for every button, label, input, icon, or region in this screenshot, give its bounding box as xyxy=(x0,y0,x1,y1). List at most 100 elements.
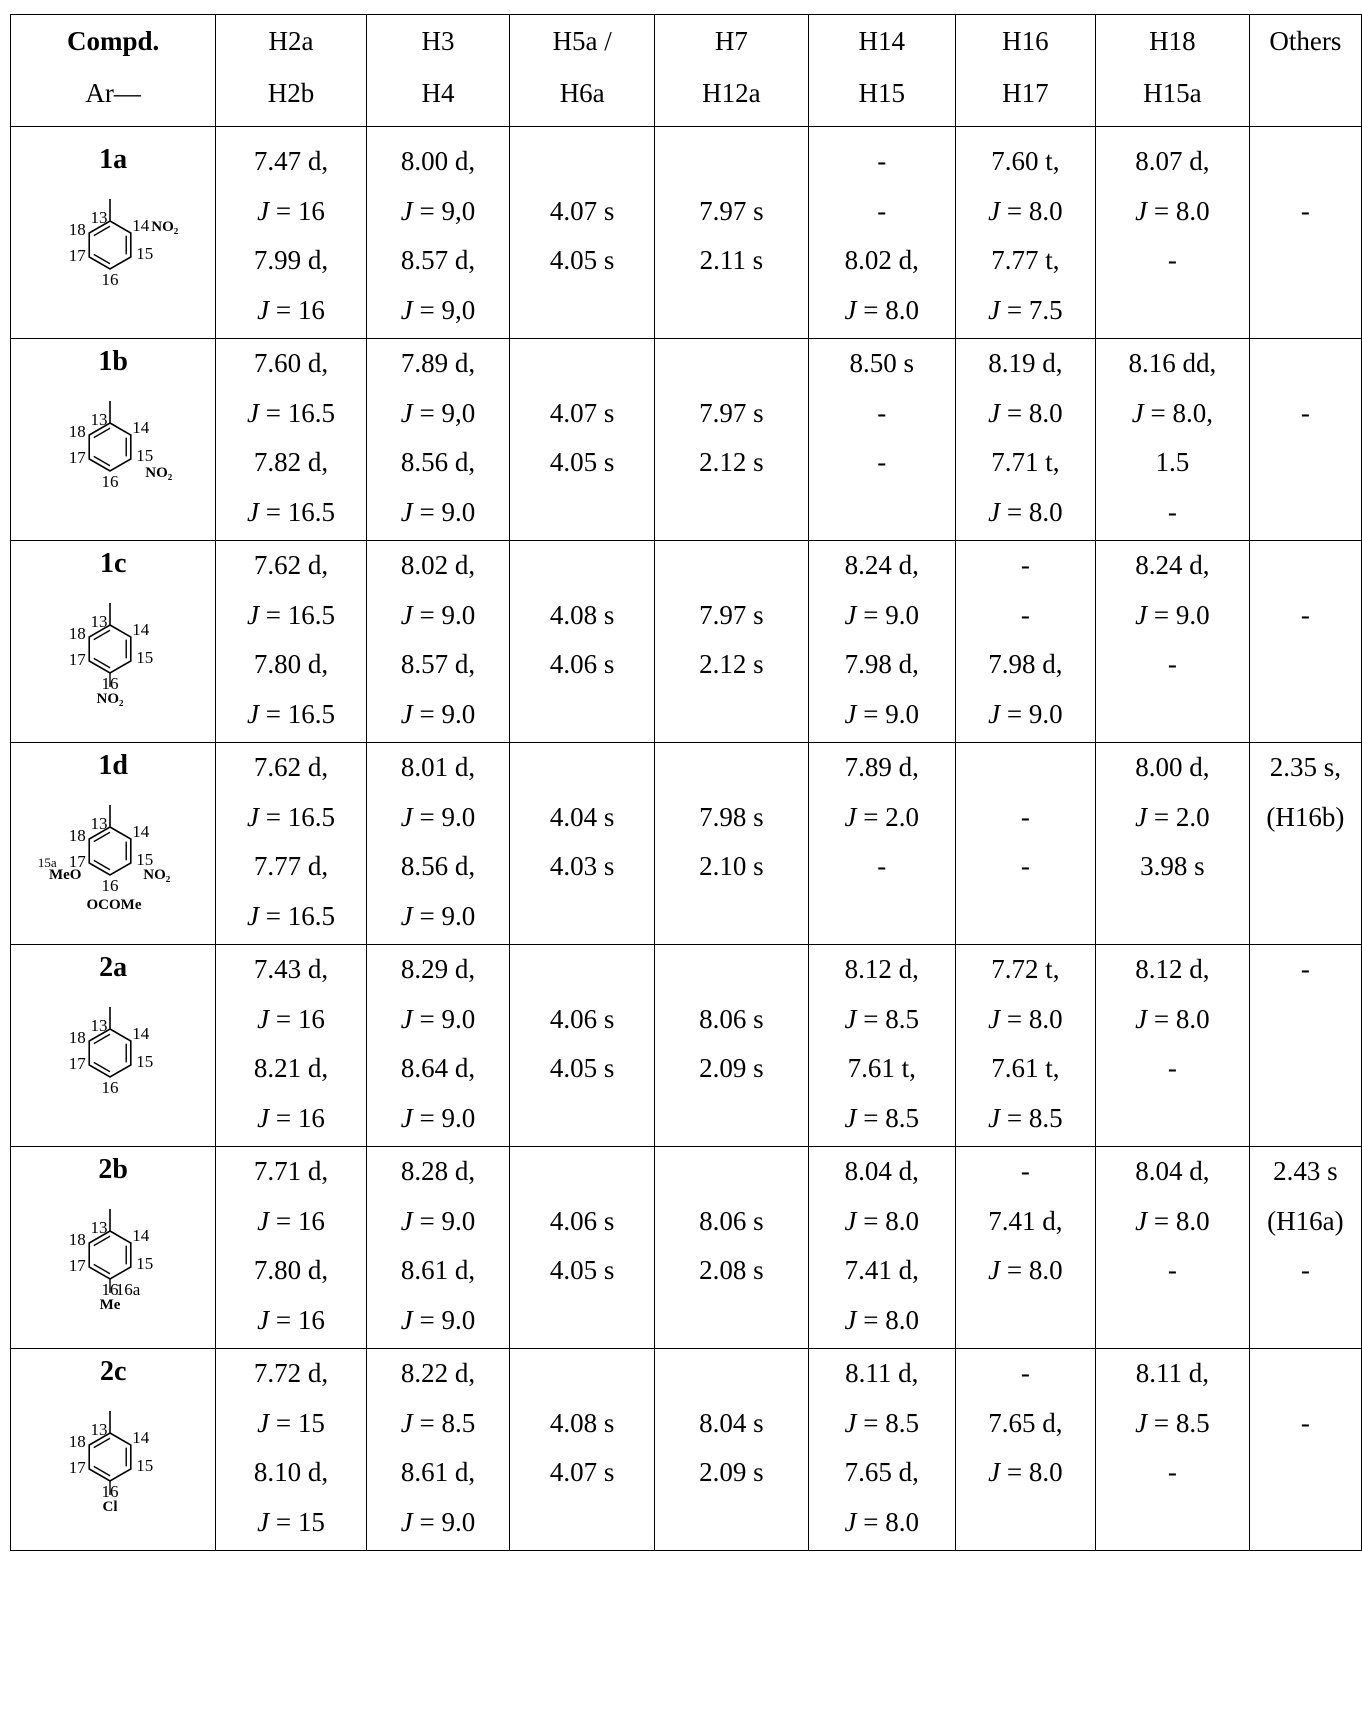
shift-value: 8.57 d, xyxy=(400,649,476,679)
shift-value: J = 9.0 xyxy=(844,599,919,630)
shift-value: J = 8.0 xyxy=(844,1506,919,1537)
structure-label: MeO xyxy=(49,867,81,883)
shift-value: 4.05 s xyxy=(549,1255,615,1285)
header-line: H2a xyxy=(268,26,314,56)
shift-value: 7.65 d, xyxy=(844,1457,919,1487)
shift-value: 8.10 d, xyxy=(253,1457,329,1487)
header-line: H12a xyxy=(702,78,761,108)
header-line: Others xyxy=(1269,26,1342,56)
shift-value: 8.22 d, xyxy=(400,1358,476,1388)
shift-value: 8.02 d, xyxy=(400,550,476,580)
shift-value: - xyxy=(1300,599,1310,630)
shift-value: 8.12 d, xyxy=(1135,954,1210,984)
shift-cell: 8.07 d,J = 8.0- xyxy=(1095,126,1250,339)
benzene-ring xyxy=(88,1230,132,1280)
shift-value: J = 16 xyxy=(257,1003,325,1034)
structure-label: 17 xyxy=(69,448,87,467)
shift-value: 7.62 d, xyxy=(253,550,329,580)
shift-value: 7.41 d, xyxy=(844,1255,919,1285)
shift-value: J = 16 xyxy=(257,195,325,226)
shift-value: 2.11 s xyxy=(699,245,764,275)
benzene-ring xyxy=(88,624,132,674)
structure-label: 13 xyxy=(91,208,108,227)
structure-label: 14 xyxy=(132,1428,150,1447)
structure-label: 15 xyxy=(136,850,153,869)
shift-cell: 8.22 d, J = 8.5 8.61 d, J = 9.0 xyxy=(365,1348,511,1551)
shift-value: J = 8.0 xyxy=(988,397,1063,428)
shift-value: J = 16.5 xyxy=(247,397,335,428)
shift-value: J = 9.0 xyxy=(400,1506,476,1537)
shift-cell: 8.11 d,J = 8.5- xyxy=(1095,1348,1250,1551)
shift-cell: -- xyxy=(954,742,1097,945)
structure-label: 14 xyxy=(132,418,150,437)
structure-label: 17 xyxy=(69,1458,87,1477)
shift-value: 8.28 d, xyxy=(400,1156,476,1186)
shift-value: 7.89 d, xyxy=(844,752,919,782)
shift-value: J = 16 xyxy=(257,1205,325,1236)
shift-value: 4.07 s xyxy=(549,195,615,226)
shift-value: 8.64 d, xyxy=(400,1053,476,1083)
shift-value: 8.61 d, xyxy=(400,1457,476,1487)
shift-value: 8.12 d, xyxy=(844,954,919,984)
structure-label: 18 xyxy=(69,1432,86,1451)
structure-label: 16a xyxy=(116,1280,141,1299)
shift-value: 7.72 t, xyxy=(991,954,1060,984)
shift-value: 8.02 d, xyxy=(844,245,919,275)
shift-cell: - xyxy=(1248,944,1362,1147)
shift-value: 8.06 s xyxy=(699,1003,764,1034)
shift-value: 7.80 d, xyxy=(253,1255,329,1285)
shift-value: - xyxy=(1167,1255,1177,1285)
shift-value: 4.08 s xyxy=(549,1407,615,1438)
shift-value: - xyxy=(1167,496,1177,527)
structure-label: 18 xyxy=(69,422,86,441)
shift-value: 2.35 s, xyxy=(1269,752,1341,782)
structure-label: 13 xyxy=(91,1420,108,1439)
structure-label: 18 xyxy=(69,1028,86,1047)
shift-value: 7.77 t, xyxy=(991,245,1060,275)
shift-value: J = 16 xyxy=(257,1102,325,1133)
shift-value: J = 9.0 xyxy=(988,698,1063,729)
shift-value: 4.05 s xyxy=(549,447,615,477)
structure-label: 14 xyxy=(132,216,150,235)
shift-value: J = 16 xyxy=(257,294,325,325)
header-line: H14 xyxy=(858,26,906,56)
structure-label: 14 xyxy=(132,620,150,639)
shift-value: 8.04 d, xyxy=(1135,1156,1210,1186)
structure-label: 14 xyxy=(132,822,150,841)
structure-label: 15a xyxy=(38,855,57,870)
shift-value: 8.24 d, xyxy=(844,550,919,580)
shift-value: 7.71 t, xyxy=(991,447,1060,477)
compound-id: 1a xyxy=(99,144,128,175)
structure-label: 15 xyxy=(136,244,153,263)
shift-value: J = 2.0 xyxy=(844,801,919,832)
double-bond xyxy=(93,427,111,439)
structure-label: 16a 16b xyxy=(107,913,149,914)
shift-value: J = 9.0 xyxy=(1135,599,1210,630)
shift-value: J = 9.0 xyxy=(400,496,476,527)
header-line: H2b xyxy=(267,78,315,108)
shift-value: J = 8.0 xyxy=(844,1304,919,1335)
benzene-ring xyxy=(88,826,132,876)
shift-value: J = 16.5 xyxy=(247,698,335,729)
shift-cell: 2.43 s(H16a)- xyxy=(1248,1146,1362,1349)
shift-cell: --7.98 d,J = 9.0 xyxy=(954,540,1097,743)
shift-value: J = 9,0 xyxy=(400,195,476,226)
structure-label: 17 xyxy=(69,246,87,265)
structure-label: 15 xyxy=(136,1052,153,1071)
double-bond xyxy=(93,1437,111,1449)
shift-value: 8.57 d, xyxy=(400,245,476,275)
shift-value: J = 9,0 xyxy=(400,397,476,428)
shift-value: J = 8.5 xyxy=(400,1407,476,1438)
shift-value: - xyxy=(1167,649,1177,679)
shift-cell: 2.35 s,(H16b) xyxy=(1248,742,1362,945)
